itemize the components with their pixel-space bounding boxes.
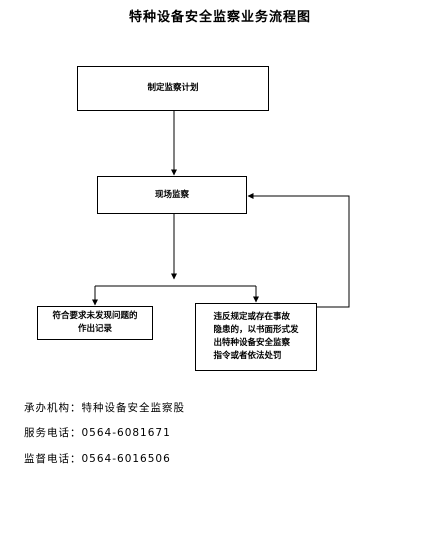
contact-service-label: 服务电话： [24,427,82,439]
node-compliant-record: 符合要求未发现问题的 作出记录 [37,306,153,340]
contact-agency-value: 特种设备安全监察股 [81,402,185,414]
node-compliant-label: 符合要求未发现问题的 作出记录 [52,311,138,334]
arrow-violation-feedback [247,193,350,308]
contact-service-phone: 服务电话：0564-6081671 [24,425,171,440]
contact-agency-label: 承办机构： [24,402,82,414]
node-violation-action: 违反规定或存在事故 隐患的，以书面形式发 出特种设备安全监察 指令或者依法处罚 [195,303,317,371]
node-plan: 制定监察计划 [77,66,269,111]
contact-supervise-value: 0564-6016506 [81,453,171,465]
node-violation-label: 违反规定或存在事故 隐患的，以书面形式发 出特种设备安全监察 指令或者依法处罚 [213,312,299,361]
contact-service-value: 0564-6081671 [81,427,171,439]
node-plan-label: 制定监察计划 [147,83,199,93]
node-site-label: 现场监察 [154,189,189,200]
diagram-title: 特种设备安全监察业务流程图 [128,10,311,25]
contact-supervise-phone: 监督电话：0564-6016506 [24,451,171,466]
contact-supervise-label: 监督电话： [24,453,82,465]
node-site-inspection: 现场监察 [97,176,247,214]
contact-agency: 承办机构：特种设备安全监察股 [24,400,185,415]
